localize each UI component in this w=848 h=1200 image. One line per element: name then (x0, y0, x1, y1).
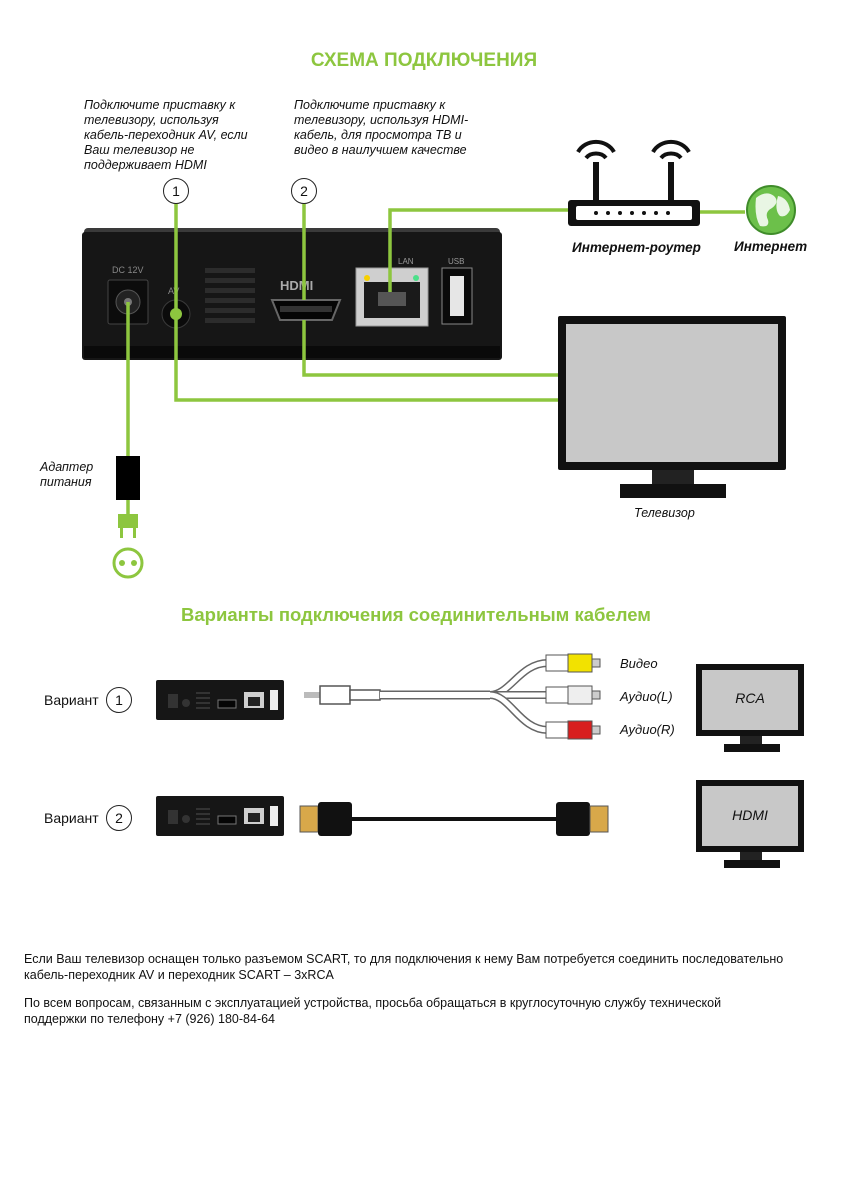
tv-monitor (558, 316, 786, 498)
hdmi-cable (299, 802, 609, 836)
set-top-box (82, 228, 502, 360)
power-adapter (112, 456, 144, 579)
tv-rca-label: RCA (735, 690, 765, 706)
variant-1-box (156, 680, 284, 720)
green-cables (126, 203, 745, 514)
internet-label: Интернет (734, 239, 808, 254)
port-av-label: AV (168, 286, 179, 296)
rca-audio-l-label: Аудио(L) (620, 689, 673, 704)
globe-icon (746, 185, 796, 235)
tv-rca (696, 664, 804, 752)
router (568, 139, 700, 226)
page-title: СХЕМА ПОДКЛЮЧЕНИЯ (310, 50, 538, 71)
port-dc-label: DC 12V (112, 265, 144, 275)
rca-audio-r-label: Аудио(R) (620, 722, 675, 737)
tv-hdmi (696, 780, 804, 868)
rca-cable (304, 653, 601, 740)
support-note: По всем вопросам, связанным с эксплуатац… (24, 996, 722, 1026)
variant-2-box (156, 796, 284, 836)
badge-1: 1 (163, 178, 189, 204)
variant-2-label: Вариант (44, 810, 99, 826)
rca-video-label: Видео (620, 656, 658, 671)
note-hdmi: Подключите приставку к телевизору, испол… (294, 98, 469, 157)
badge-2: 2 (291, 178, 317, 204)
port-hdmi-label: HDMI (280, 278, 313, 293)
variant-2-badge: 2 (106, 805, 132, 831)
tv-label: Телевизор (634, 506, 695, 520)
router-label: Интернет-роутер (572, 240, 701, 255)
port-usb-label: USB (448, 257, 464, 266)
variant-1-badge: 1 (106, 687, 132, 713)
note-av: Подключите приставку к телевизору, испол… (84, 98, 248, 172)
adapter-label: Адаптер питания (40, 460, 94, 489)
port-lan-label: LAN (398, 257, 414, 266)
variant-1-label: Вариант (44, 692, 99, 708)
scart-note: Если Ваш телевизор оснащен только разъем… (24, 952, 784, 982)
tv-hdmi-label: HDMI (732, 807, 768, 823)
variants-title: Варианты подключения соединительным кабе… (181, 604, 651, 625)
